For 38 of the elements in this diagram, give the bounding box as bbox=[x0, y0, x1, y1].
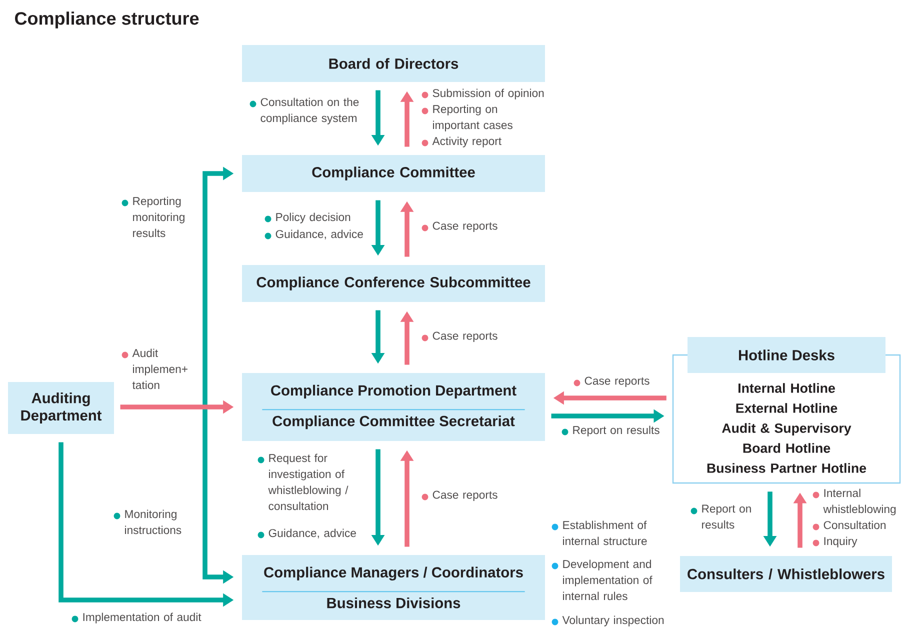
bullet-label: Consultation on the compliance system bbox=[250, 98, 359, 124]
bullet-label: Audit implemen+ tation bbox=[122, 348, 188, 390]
node-label: Audit & Supervisory Board Hotline bbox=[722, 423, 852, 453]
bullet-label: Implementation of audit bbox=[72, 612, 202, 624]
bullet-label: Guidance, advice bbox=[258, 528, 356, 538]
bullet-label: Inquiry bbox=[812, 536, 858, 548]
org-box: Compliance Committee bbox=[242, 155, 545, 192]
org-box: Compliance Managers / Coordinators Business Divisions bbox=[242, 555, 545, 620]
bullet-label: Case reports bbox=[422, 222, 498, 232]
bullet-label: Submission of opinion bbox=[422, 88, 544, 100]
bullet-label: Case reports bbox=[422, 490, 498, 502]
node-label: Business Partner Hotline bbox=[707, 463, 866, 473]
node-label: External Hotline bbox=[736, 403, 838, 413]
org-box: Compliance Promotion Department Compliance Committee Secretariat bbox=[242, 373, 545, 441]
bullet-label: Policy decision bbox=[264, 212, 350, 224]
bullet-label: Reporting on important cases bbox=[422, 104, 512, 132]
panel-heading: Hotline Desks bbox=[688, 337, 886, 373]
org-box: Board of Directors bbox=[242, 45, 545, 82]
bullet-label: Case reports bbox=[422, 332, 498, 342]
title: Compliance structure bbox=[15, 12, 199, 28]
hotline-list: Internal Hotline External Hotline Audit & Supervisory Board Hotline Business Partner Hotline bbox=[707, 383, 866, 473]
bullet-label: Voluntary inspection bbox=[552, 616, 664, 626]
org-box: Auditing Department bbox=[8, 382, 114, 434]
bullet-label: Development and implementation of internal rules bbox=[552, 560, 652, 600]
node-label: Internal Hotline bbox=[738, 383, 835, 393]
bullet-label: Reporting monitoring results bbox=[122, 196, 184, 238]
bullet-label: Activity report bbox=[422, 136, 502, 148]
bullet-label: Report on results bbox=[562, 426, 660, 436]
bullet-label: Report on results bbox=[690, 504, 751, 529]
bullet-label: Monitoring instructions bbox=[114, 510, 182, 534]
bullet-label: Establishment of internal structure bbox=[552, 520, 647, 546]
org-box: Compliance Conference Subcommittee bbox=[242, 265, 545, 302]
org-box: Consulters / Whistleblowers bbox=[680, 556, 892, 592]
bullet-label: Case reports bbox=[574, 376, 650, 388]
bullet-label: Consultation bbox=[812, 520, 886, 530]
bullet-label: Request for investigation of whistleblowing / consultation bbox=[258, 454, 348, 510]
bullet-label: Guidance, advice bbox=[264, 230, 363, 240]
bullet-label: Internal whistleblowing bbox=[812, 488, 896, 516]
